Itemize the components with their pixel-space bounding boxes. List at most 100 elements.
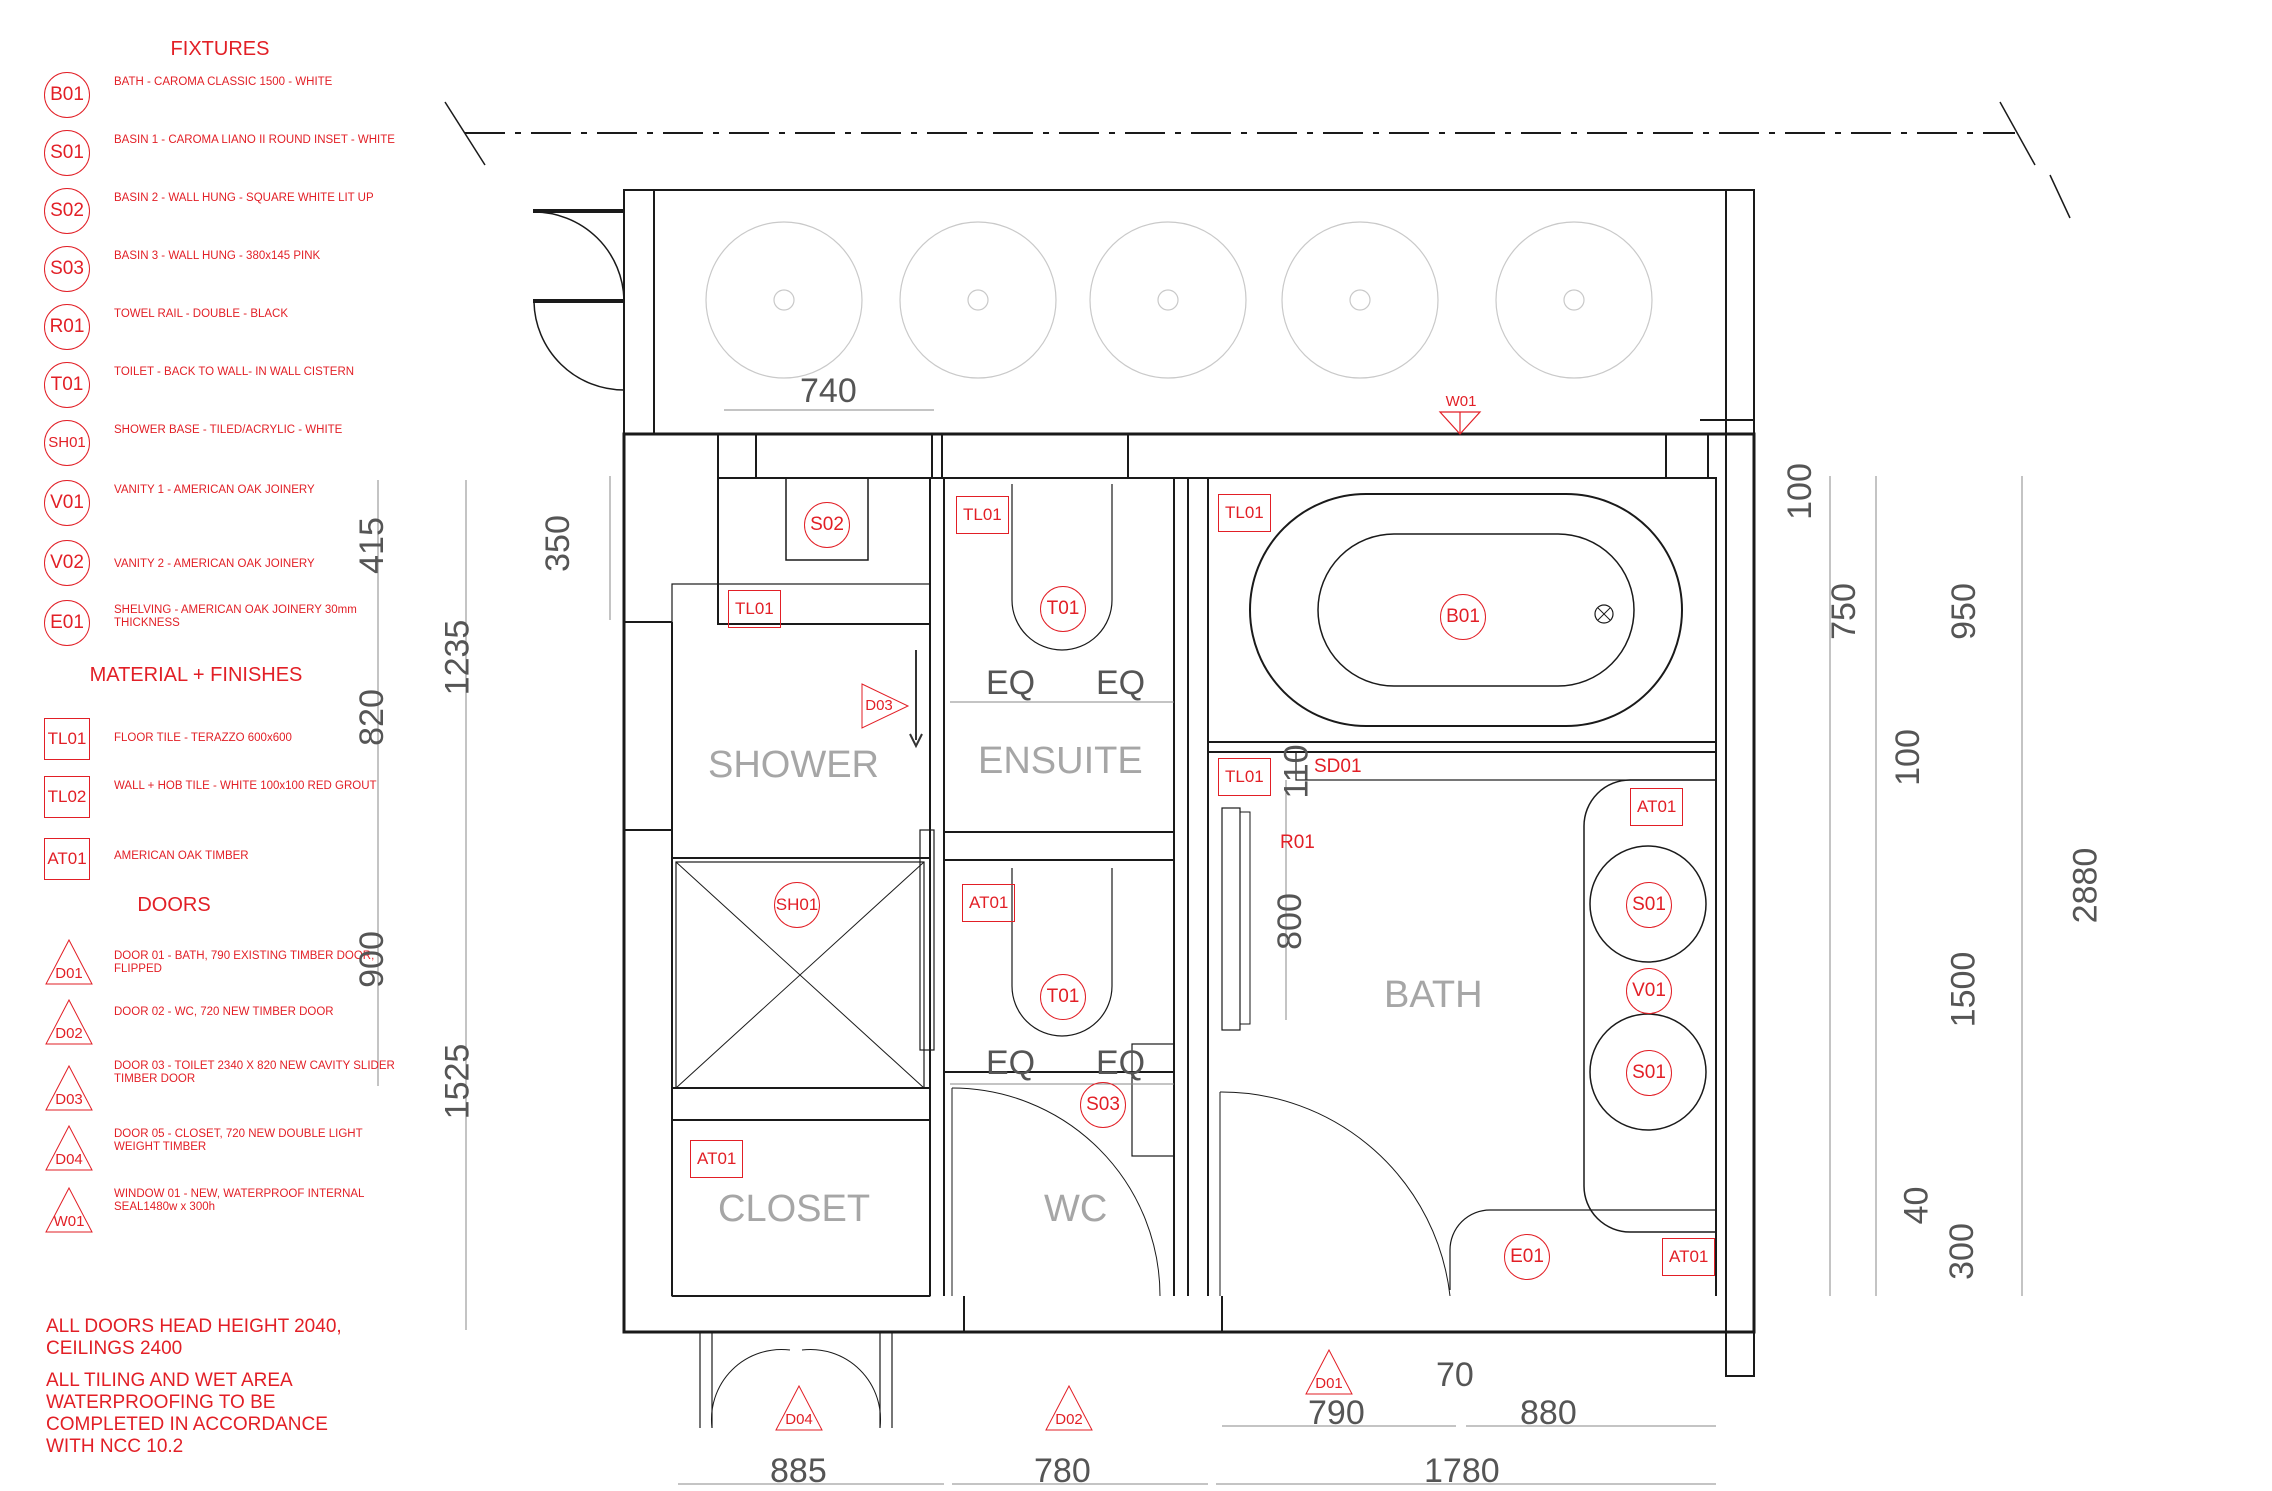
legend-desc: VANITY 1 - AMERICAN OAK JOINERY	[114, 484, 315, 496]
legend-desc: AMERICAN OAK TIMBER	[114, 850, 249, 862]
tag-s02: S02	[804, 502, 850, 548]
tag-s01-lower: S01	[1626, 1050, 1672, 1096]
dim-780: 780	[1034, 1452, 1091, 1490]
dim-eq-3: EQ	[986, 1044, 1036, 1082]
legend-desc: WINDOW 01 - NEW, WATERPROOF INTERNAL SEA…	[114, 1188, 365, 1213]
legend-code: AT01	[44, 838, 90, 880]
dim-740: 740	[800, 372, 857, 410]
legend-row-d01: D01 DOOR 01 - BATH, 790 EXISTING TIMBER …	[44, 938, 444, 992]
tag-at01-vanity: AT01	[1630, 788, 1684, 826]
tag-v01: V01	[1626, 968, 1672, 1014]
dim-800: 800	[1270, 893, 1309, 950]
tag-d03-label: D03	[865, 697, 893, 714]
tag-e01: E01	[1504, 1234, 1550, 1280]
materials-title: MATERIAL + FINISHES	[89, 664, 303, 686]
dim-820: 820	[352, 689, 391, 746]
door-triangle-icon	[1305, 1348, 1353, 1395]
tag-at01-wc: AT01	[962, 884, 1016, 922]
tag-d03: D03	[860, 682, 910, 730]
dim-70: 70	[1436, 1356, 1474, 1394]
legend-desc: DOOR 01 - BATH, 790 EXISTING TIMBER DOOR…	[114, 950, 375, 975]
legend-desc: BASIN 3 - WALL HUNG - 380x145 PINK	[114, 250, 321, 262]
dim-110: 110	[1277, 744, 1316, 799]
legend-code: D01	[55, 965, 83, 982]
legend-desc: DOOR 03 - TOILET 2340 X 820 NEW CAVITY S…	[114, 1060, 395, 1085]
tag-s03: S03	[1080, 1082, 1126, 1128]
legend-row-w01: W01 WINDOW 01 - NEW, WATERPROOF INTERNAL…	[44, 1186, 444, 1240]
note-waterproofing: ALL TILING AND WET AREA WATERPROOFING TO…	[46, 1370, 328, 1457]
dim-40: 40	[1897, 1186, 1936, 1225]
legend-code: S03	[44, 246, 90, 292]
dim-350: 350	[538, 515, 577, 572]
room-label-wc: WC	[1044, 1188, 1108, 1230]
legend-code: E01	[44, 600, 90, 646]
tag-tl01-bath-floor: TL01	[1218, 758, 1271, 796]
door-triangle-icon	[45, 1064, 93, 1111]
legend-code: D02	[55, 1025, 83, 1042]
dim-415: 415	[352, 517, 391, 574]
room-label-ensuite: ENSUITE	[978, 740, 1143, 782]
tag-w01: W01	[1436, 372, 1486, 420]
tag-r01: R01	[1280, 832, 1315, 853]
door-triangle-icon	[775, 1384, 823, 1431]
dim-1500: 1500	[1944, 951, 1983, 1028]
legend-code: V02	[44, 540, 90, 586]
tag-d02-label: D02	[1055, 1411, 1083, 1428]
legend-desc: TOILET - BACK TO WALL- IN WALL CISTERN	[114, 366, 355, 378]
room-label-shower: SHOWER	[708, 744, 879, 786]
dim-100-top: 100	[1780, 463, 1819, 520]
dim-2880: 2880	[2066, 847, 2105, 924]
tag-t01-ensuite: T01	[1040, 586, 1086, 632]
tag-d01-label: D01	[1315, 1375, 1343, 1392]
tag-sd01: SD01	[1314, 756, 1362, 777]
legend-code: TL02	[44, 776, 90, 818]
legend-code: T01	[44, 362, 90, 408]
tag-at01-shelf: AT01	[1662, 1238, 1716, 1276]
legend-row-s03: S03 BASIN 3 - WALL HUNG - 380x145 PINK	[44, 246, 444, 294]
room-label-closet: CLOSET	[718, 1188, 871, 1230]
tag-tl01-bath: TL01	[1218, 494, 1271, 532]
tag-t01-wc: T01	[1040, 974, 1086, 1020]
tag-sh01: SH01	[774, 882, 820, 928]
legend-desc: TOWEL RAIL - DOUBLE - BLACK	[114, 308, 289, 320]
legend-desc: DOOR 05 - CLOSET, 720 NEW DOUBLE LIGHT W…	[114, 1128, 363, 1153]
dim-900: 900	[352, 931, 391, 988]
legend-row-d03: D03 DOOR 03 - TOILET 2340 X 820 NEW CAVI…	[44, 1060, 444, 1118]
legend-desc: BASIN 1 - CAROMA LIANO II ROUND INSET - …	[114, 134, 395, 146]
tag-d04-label: D04	[785, 1411, 813, 1428]
legend-code: D04	[55, 1151, 83, 1168]
legend-desc: SHELVING - AMERICAN OAK JOINERY 30mm THI…	[114, 604, 357, 629]
dim-880: 880	[1520, 1394, 1577, 1432]
doors-title: DOORS	[137, 894, 211, 916]
tag-d01: D01	[1304, 1348, 1354, 1396]
tag-w01-label: W01	[1445, 393, 1477, 410]
legend-code: TL01	[44, 718, 90, 760]
legend-desc: DOOR 02 - WC, 720 NEW TIMBER DOOR	[114, 1006, 334, 1018]
legend-code: S02	[44, 188, 90, 234]
legend-code: W01	[53, 1213, 85, 1230]
legend-row-at01: AT01 AMERICAN OAK TIMBER	[44, 836, 444, 884]
legend-row-d02: D02 DOOR 02 - WC, 720 NEW TIMBER DOOR	[44, 998, 444, 1052]
legend-code: B01	[44, 72, 90, 118]
tag-tl01-ensuite: TL01	[956, 496, 1009, 534]
legend-desc: SHOWER BASE - TILED/ACRYLIC - WHITE	[114, 424, 343, 436]
dim-eq-1: EQ	[986, 664, 1036, 702]
dim-750: 750	[1824, 583, 1863, 640]
dim-300: 300	[1942, 1223, 1981, 1280]
note-door-height: ALL DOORS HEAD HEIGHT 2040, CEILINGS 240…	[46, 1316, 342, 1359]
dim-1525: 1525	[438, 1043, 477, 1120]
tag-d04: D04	[774, 1384, 824, 1432]
legend-desc: VANITY 2 - AMERICAN OAK JOINERY	[114, 558, 315, 570]
room-label-bath: BATH	[1384, 974, 1483, 1016]
tag-at01-closet: AT01	[690, 1140, 744, 1178]
dim-1780: 1780	[1424, 1452, 1500, 1490]
legend-row-v02: V02 VANITY 2 - AMERICAN OAK JOINERY	[44, 540, 444, 588]
tag-b01: B01	[1440, 594, 1486, 640]
